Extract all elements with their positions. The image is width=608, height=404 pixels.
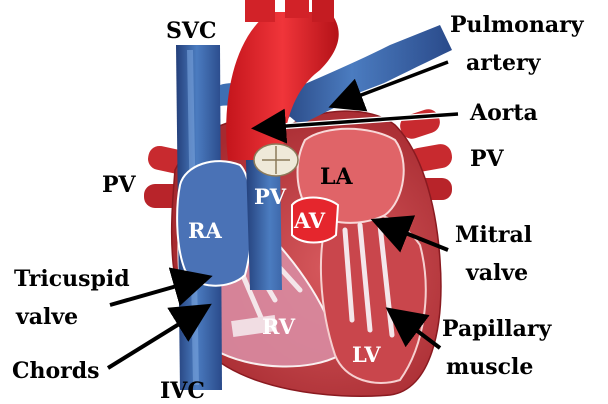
pulmonary-valve [254,144,298,176]
label-tricuspid-1: Tricuspid [14,266,130,292]
label-papillary-2: muscle [446,354,533,380]
aorta-branch-1 [245,0,275,22]
aorta-branch-2 [285,0,309,18]
label-mitral-2: valve [465,260,528,286]
label-pulmonary-artery-2: artery [466,50,542,76]
aorta-branch-3 [312,0,334,22]
label-ivc: IVC [160,378,205,404]
label-ra: RA [188,218,222,243]
label-svc: SVC [166,18,216,44]
label-pv-left: PV [102,172,137,198]
label-mitral-1: Mitral [455,222,532,248]
label-aorta: Aorta [469,100,538,126]
label-la: LA [320,164,353,190]
label-tricuspid-2: valve [15,304,78,330]
label-papillary-1: Papillary [442,316,553,342]
label-pulmonary-artery-1: Pulmonary [450,12,585,38]
label-pv-valve: PV [254,184,287,209]
label-chords: Chords [12,358,100,384]
label-rv: RV [262,314,296,339]
label-pv-right: PV [470,146,505,172]
label-av: AV [293,208,326,233]
label-lv: LV [352,342,381,367]
